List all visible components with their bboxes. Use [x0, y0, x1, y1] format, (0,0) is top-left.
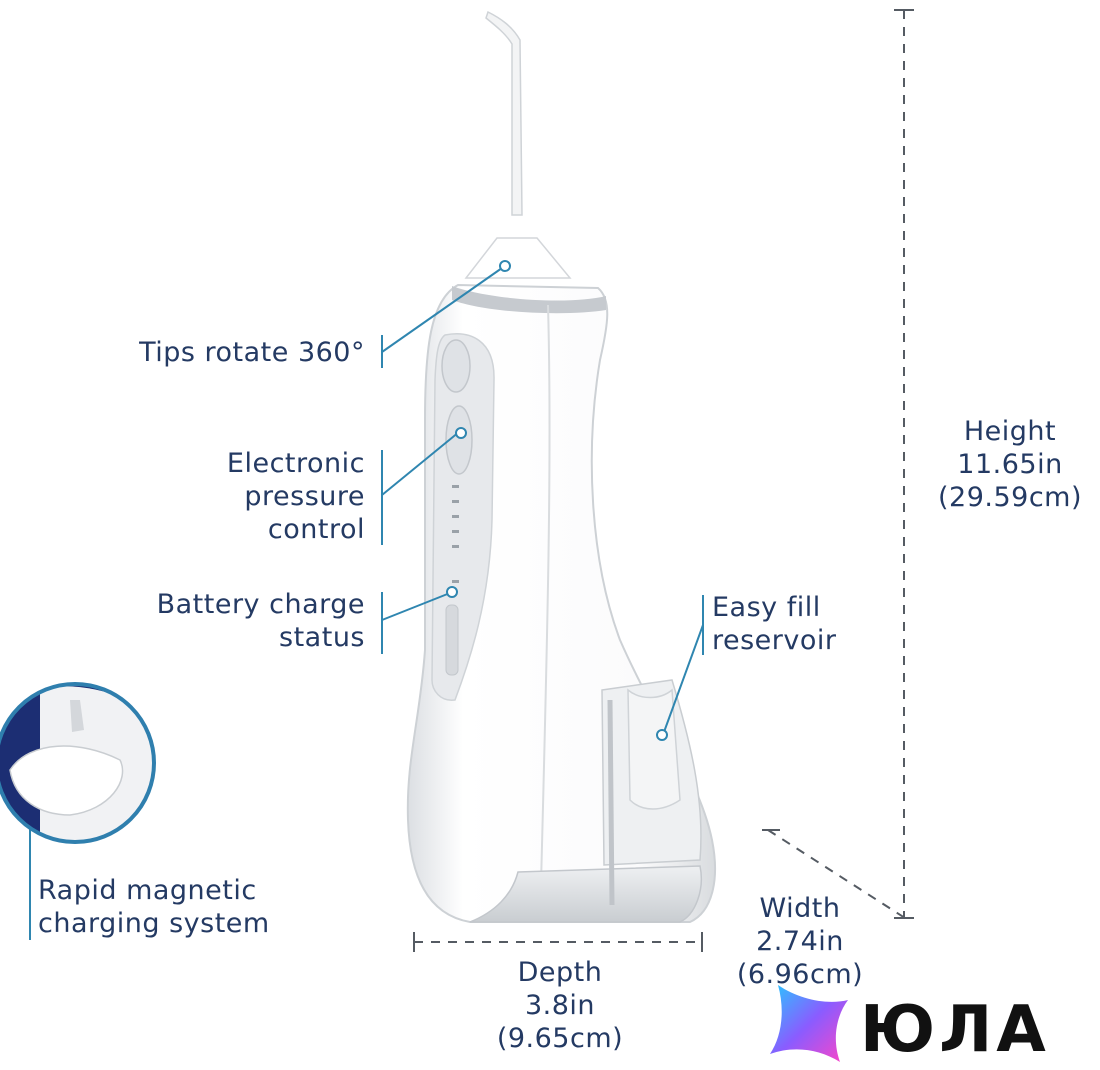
dimension-depth: Depth 3.8in (9.65cm): [470, 956, 650, 1055]
callout-line: Electronic: [226, 448, 365, 479]
dimension-line: Width: [759, 893, 841, 924]
nozzle-tip: [485, 10, 523, 216]
callout-tips-rotate-text: Tips rotate 360°: [139, 337, 365, 368]
reservoir-tank: [469, 865, 702, 923]
reservoir-cap: [627, 688, 681, 810]
dimension-line: Height: [963, 416, 1057, 447]
head-ring: [452, 286, 606, 314]
dimension-line: (6.96cm): [736, 959, 864, 990]
dimension-height: Height 11.65in (29.59cm): [935, 415, 1085, 514]
charging-inset: [0, 682, 156, 844]
callout-line: pressure: [244, 481, 365, 512]
dimension-end-caps: [413, 9, 914, 952]
callout-line: control: [267, 514, 365, 545]
nozzle-collar: [464, 237, 572, 279]
callout-line: status: [279, 622, 365, 653]
callout-easy-fill-reservoir: Easy fill reservoir: [712, 591, 837, 657]
dimension-lines: [414, 10, 906, 943]
dimension-width: Width 2.74in (6.96cm): [730, 892, 870, 991]
watermark-text: ЮЛА: [860, 993, 1050, 1067]
callout-line: Battery charge: [156, 589, 365, 620]
dimension-line: 11.65in: [957, 449, 1063, 480]
dimension-line: Depth: [517, 957, 603, 988]
four-point-star-icon: [770, 985, 848, 1062]
callout-line: reservoir: [712, 625, 837, 656]
dimension-line: (9.65cm): [496, 1023, 624, 1054]
callout-line: Rapid magnetic: [38, 875, 257, 906]
callout-battery-status: Battery charge status: [157, 588, 365, 654]
dimension-line: 3.8in: [524, 990, 596, 1021]
callout-line: Easy fill: [712, 592, 821, 623]
dimension-line: 2.74in: [756, 926, 844, 957]
reservoir-straw: [607, 699, 615, 906]
dimension-line: (29.59cm): [937, 482, 1082, 513]
pressure-indicator-dots: [452, 485, 459, 583]
callout-electronic-pressure: Electronic pressure control: [227, 447, 365, 546]
callout-line: charging system: [38, 908, 270, 939]
callout-leader-lines: [24, 260, 704, 940]
body-seam: [539, 304, 551, 923]
callout-tips-rotate: Tips rotate 360°: [139, 336, 365, 369]
battery-indicator: [445, 604, 459, 676]
power-button: [441, 339, 471, 393]
mode-button: [445, 405, 473, 475]
callout-magnetic-charging: Rapid magnetic charging system: [38, 874, 270, 940]
